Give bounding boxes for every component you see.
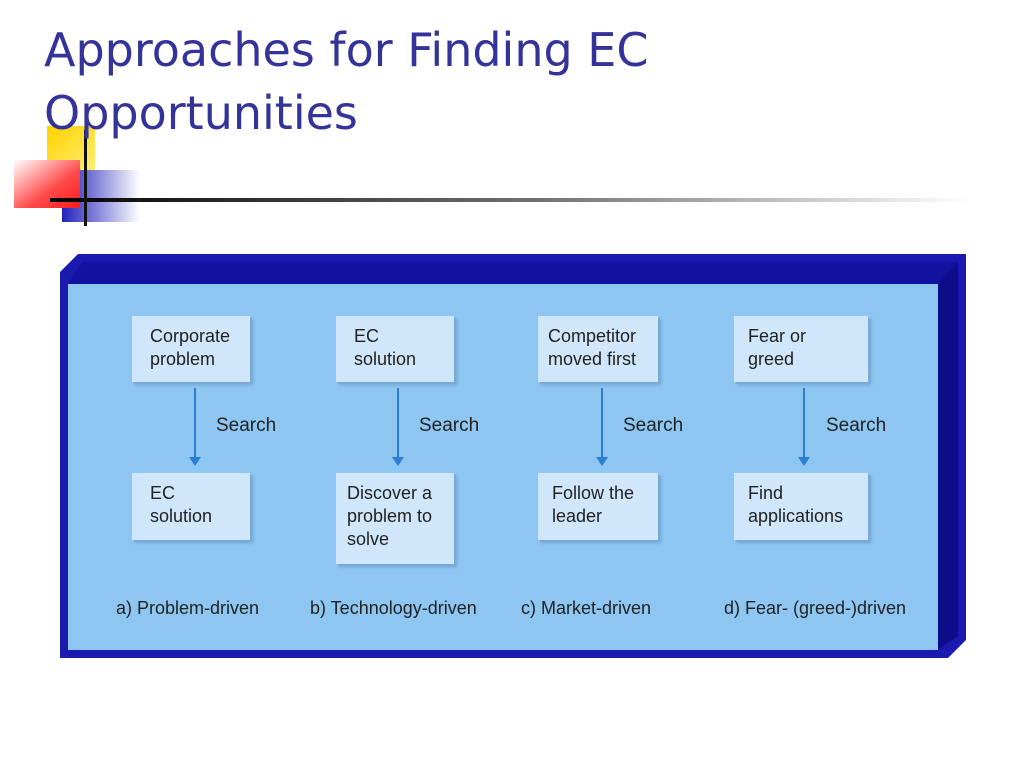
caption-a: a) Problem-driven (116, 598, 260, 618)
caption-c: c) Market-driven (521, 598, 652, 618)
arrow-d (798, 388, 810, 466)
node-corporate-problem: Corporate problem (132, 316, 250, 382)
node-discover-problem: Discover a problem to solve (336, 473, 454, 564)
node-follow-leader: Follow the leader (538, 473, 658, 540)
title-line-2: Opportunities (44, 86, 358, 140)
search-label-a: Search (216, 415, 277, 436)
node-ec-solution-a: EC solution (132, 473, 250, 540)
search-label-c: Search (623, 415, 684, 436)
title-fragment (44, 0, 944, 19)
node-competitor: Competitor moved first (538, 316, 658, 382)
node-ec-solution-b: EC solution (336, 316, 454, 382)
vertical-line (84, 130, 87, 226)
slide-title: Approaches for Finding EC Opportunities (44, 0, 944, 145)
arrow-a (189, 388, 201, 466)
arrow-c (596, 388, 608, 466)
node-fear-greed: Fear or greed (734, 316, 868, 382)
title-ornament (14, 126, 970, 226)
arrow-b (392, 388, 404, 466)
search-label-d: Search (826, 415, 887, 436)
caption-d: d) Fear- (greed-)driven (724, 598, 907, 618)
caption-b: b) Technology-driven (310, 598, 477, 618)
horizontal-rule (50, 198, 970, 202)
search-label-b: Search (419, 415, 480, 436)
node-find-applications: Find applications (734, 473, 868, 540)
title-line-1: Approaches for Finding EC (44, 23, 649, 77)
